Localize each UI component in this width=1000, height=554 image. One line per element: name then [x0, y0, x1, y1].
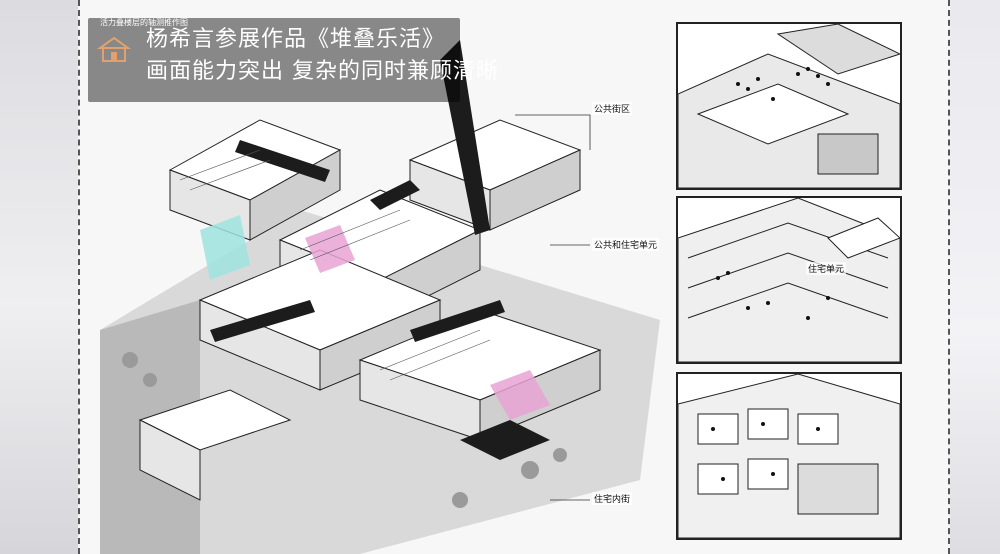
detail-panel-top: [676, 22, 902, 190]
detail-drawing-top: [678, 24, 900, 188]
background-paper-left: [0, 0, 78, 554]
caption-subtitle: 画面能力突出 复杂的同时兼顾清晰: [146, 59, 499, 84]
caption-overlay: 杨希言参展作品《堆叠乐活》 画面能力突出 复杂的同时兼顾清晰: [88, 18, 499, 102]
detail-drawing-bottom: [678, 374, 900, 538]
home-logo-icon: [96, 36, 132, 62]
detail-drawing-middle: [678, 198, 900, 362]
panel-note: 住宅单元: [806, 262, 847, 275]
label-public-residential-unit: 公共和住宅单元: [592, 238, 660, 251]
caption-title: 杨希言参展作品《堆叠乐活》: [146, 27, 446, 52]
axonometric-drawing: [100, 40, 660, 554]
label-public-street: 公共街区: [592, 102, 633, 115]
background-paper-right: [950, 0, 1000, 554]
detail-panel-middle: 住宅单元: [676, 196, 902, 364]
detail-panel-bottom: [676, 372, 902, 540]
drawing-title: 活力叠楼层的轴测推作图: [100, 18, 188, 27]
label-residential-facade: 住宅内街: [592, 492, 633, 505]
